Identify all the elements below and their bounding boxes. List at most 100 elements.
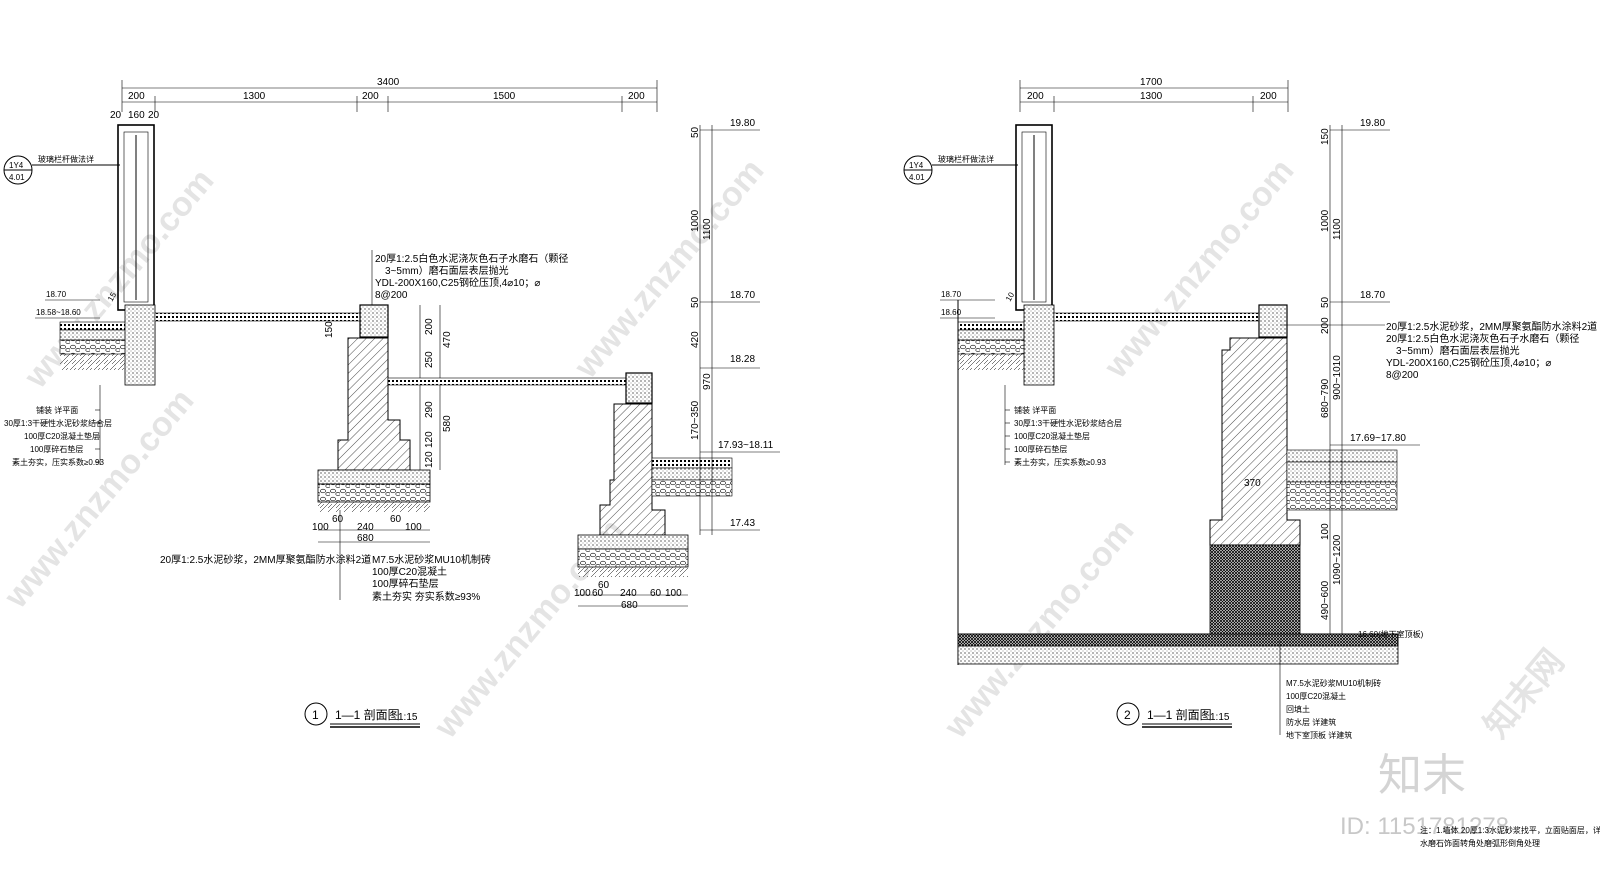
dim-part: 1300	[1140, 91, 1163, 102]
elev-left2: 18.60	[941, 308, 962, 317]
right-dim: 1000	[690, 209, 701, 232]
elev-1870: 18.70	[1360, 290, 1385, 301]
section-title: 1—1 剖面图	[335, 708, 400, 722]
right-dim: 50	[1320, 296, 1331, 308]
wall-dim: 290	[424, 401, 435, 418]
section-scale: 1:15	[1210, 712, 1230, 723]
dim-part: 200	[128, 91, 145, 102]
elev-left2: 18.58~18.60	[36, 308, 81, 317]
base-dim: 100	[665, 588, 682, 599]
section-2-drawing: 1700 200 1300 200 1Y4 4.01 玻璃栏杆做法详 18.70…	[903, 77, 1597, 740]
right-dim: 970	[702, 373, 713, 390]
watermark-text: 知末网	[1477, 643, 1572, 746]
wall-dim: 580	[442, 415, 453, 432]
note-line: 30厚1:3干硬性水泥砂浆结合层	[1014, 418, 1122, 428]
cap-note: 20厚1:2.5白色水泥浇灰色石子水磨石（颗径	[375, 252, 568, 265]
section-1-drawing: 3400 200 1300 200 1500 200 20 160 20 1Y4…	[3, 77, 780, 728]
note-line: 30厚1:3干硬性水泥砂浆结合层	[4, 418, 112, 428]
right-dim: 1100	[702, 218, 713, 240]
wall-note: 100厚碎石垫层	[372, 577, 439, 590]
cap-note: 20厚1:2.5水泥砂浆，2MM厚聚氨酯防水涂料2道	[1386, 320, 1597, 333]
hatch-label: 10	[1004, 290, 1017, 303]
base-total: 680	[621, 600, 638, 611]
note-line: 素土夯实，压实系数≥0.93	[12, 457, 105, 467]
base-dim: 60	[650, 588, 662, 599]
base-dim: 60	[598, 580, 610, 591]
note-line: 素土夯实，压实系数≥0.93	[1014, 457, 1107, 467]
base-total: 680	[357, 533, 374, 544]
elev-1980: 19.80	[730, 118, 755, 129]
wall-dim: 120	[424, 451, 435, 468]
wall-dim: 470	[442, 331, 453, 348]
dim-part: 200	[362, 91, 379, 102]
wall-note: M7.5水泥砂浆MU10机制砖	[372, 553, 491, 566]
elev-bottom: 16.60(地下室顶板)	[1358, 629, 1424, 639]
note-line: 100厚C20混凝土	[1286, 691, 1346, 701]
right-dim: 680~790	[1320, 378, 1331, 418]
right-dim: 420	[690, 331, 701, 348]
dim-part: 200	[628, 91, 645, 102]
right-dim: 50	[690, 296, 701, 308]
dim-part: 1500	[493, 91, 516, 102]
dim-post: 20	[110, 110, 122, 121]
cap-note: 8@200	[1386, 370, 1419, 381]
dim-post: 20	[148, 110, 160, 121]
section-number: 2	[1124, 708, 1131, 722]
cap-note: YDL-200X160,C25钢砼压顶,4⌀10；⌀	[375, 276, 540, 289]
elev-1870: 18.70	[730, 290, 755, 301]
index-note: 玻璃栏杆做法详	[938, 154, 994, 164]
dim-part: 1300	[243, 91, 266, 102]
dim-post: 160	[128, 110, 145, 121]
base-dim: 100	[405, 522, 422, 533]
elev-1743: 17.43	[730, 518, 755, 529]
right-dim: 1100	[1332, 218, 1343, 240]
right-dim: 50	[690, 126, 701, 138]
base-dim: 60	[390, 514, 402, 525]
elev-left: 18.70	[46, 290, 67, 299]
elev-left: 18.70	[941, 290, 962, 299]
watermark-text: www.znzmo.com	[936, 512, 1141, 746]
dim-total: 1700	[1140, 77, 1163, 88]
right-dim: 1090~1200	[1332, 534, 1343, 585]
note-line: M7.5水泥砂浆MU10机制砖	[1286, 678, 1381, 688]
watermark-text: www.znzmo.com	[0, 382, 201, 616]
right-dim: 200	[1320, 317, 1331, 334]
watermark-logo: 知末	[1378, 751, 1466, 800]
wall-dim: 200	[424, 318, 435, 335]
watermark-id: ID: 1151781278	[1340, 813, 1509, 840]
wall-note: 100厚C20混凝土	[372, 565, 447, 578]
cap-note: 20厚1:2.5白色水泥浇灰色石子水磨石（颗径	[1386, 332, 1579, 345]
cap-note: YDL-200X160,C25钢砼压顶,4⌀10；⌀	[1386, 356, 1551, 369]
right-dim: 1000	[1320, 209, 1331, 232]
base-dim: 100	[312, 522, 329, 533]
base-dim: 100	[574, 588, 591, 599]
section-title: 1—1 剖面图	[1147, 708, 1212, 722]
base-dim: 60	[332, 514, 344, 525]
index-ref-top: 1Y4	[9, 161, 24, 170]
right-dim: 900~1010	[1332, 355, 1343, 400]
footer-note: 注：1.墙体 20厚1:3水泥砂浆找平，立面贴面层，详见上海水	[1420, 825, 1600, 835]
wall-dim: 250	[424, 351, 435, 368]
dim-part: 200	[1260, 91, 1277, 102]
section-number: 1	[312, 708, 319, 722]
left-notes: 铺装 详平面 30厚1:3干硬性水泥砂浆结合层 100厚C20混凝土垫层 100…	[1005, 405, 1122, 467]
note-line: 回填土	[1286, 704, 1310, 714]
base-dim: 240	[357, 522, 374, 533]
elev-1769: 17.69~17.80	[1350, 433, 1406, 444]
note-line: 防水层 详建筑	[1286, 717, 1336, 727]
base-dim: 60	[592, 588, 604, 599]
note-line: 100厚C20混凝土垫层	[24, 431, 100, 441]
right-dim: 170~350	[690, 400, 701, 440]
elev-1828: 18.28	[730, 354, 755, 365]
index-ref-bottom: 4.01	[9, 173, 25, 182]
section-scale: 1:15	[398, 712, 418, 723]
dim-total: 3400	[377, 77, 400, 88]
left-notes: 铺装 详平面 30厚1:3干硬性水泥砂浆结合层 100厚C20混凝土垫层 100…	[4, 405, 112, 467]
wall-dim: 150	[324, 321, 335, 338]
cap-note: 8@200	[375, 290, 408, 301]
wall-note: 20厚1:2.5水泥砂浆，2MM厚聚氨酯防水涂料2道	[160, 553, 371, 566]
note-line: 100厚C20混凝土垫层	[1014, 431, 1090, 441]
dim-370: 370	[1244, 478, 1261, 489]
cap-note: 3~5mm）磨石面层表层抛光	[1396, 344, 1520, 357]
